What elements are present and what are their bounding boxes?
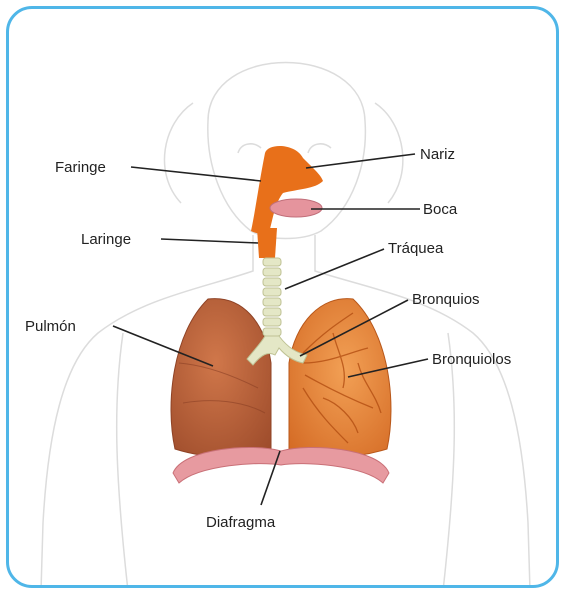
body-silhouette (41, 63, 530, 589)
oral-cavity (270, 199, 322, 217)
nasal-pharynx (251, 146, 323, 234)
label-boca: Boca (423, 201, 458, 218)
label-diafragma: Diafragma (206, 514, 276, 531)
trachea (263, 258, 281, 336)
larynx (257, 228, 277, 258)
label-traquea: Tráquea (388, 240, 444, 257)
left-lung (171, 299, 271, 457)
label-bronquiolos: Bronquiolos (432, 351, 511, 368)
label-pulmon: Pulmón (25, 318, 76, 335)
label-faringe: Faringe (55, 159, 106, 176)
diagram-frame: Nariz Faringe Boca Laringe Tráquea Bronq… (6, 6, 559, 588)
label-laringe: Laringe (81, 231, 131, 248)
diaphragm (173, 447, 389, 483)
respiratory-system-diagram: Nariz Faringe Boca Laringe Tráquea Bronq… (9, 9, 559, 588)
label-nariz: Nariz (420, 146, 455, 163)
label-bronquios: Bronquios (412, 291, 480, 308)
